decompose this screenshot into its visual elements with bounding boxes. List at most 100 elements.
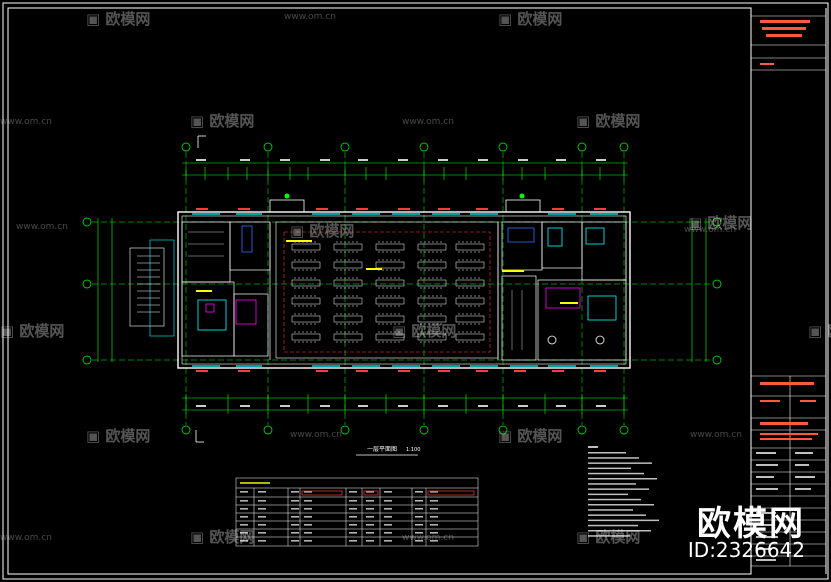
schedule-highlights — [301, 490, 475, 496]
title-block — [751, 15, 826, 567]
schedule-cell-mark — [291, 524, 299, 526]
note-line — [588, 535, 630, 537]
schedule-cell-mark — [291, 532, 299, 534]
schedule-cell-mark — [304, 508, 312, 510]
schedule-cell-mark — [366, 516, 374, 518]
schedule-cell-mark — [258, 532, 266, 534]
watermark-text: ▣ 欧模网 — [86, 10, 151, 28]
schedule-cell-mark — [240, 500, 248, 502]
watermark-url: www.om.cn — [290, 430, 342, 440]
windows — [192, 213, 618, 367]
watermark-url: www.om.cn — [0, 533, 52, 543]
dining-table — [333, 333, 363, 341]
schedule-cell-mark — [430, 508, 438, 510]
dining-table — [417, 297, 447, 305]
window-tags — [196, 208, 606, 372]
dining-table — [375, 333, 405, 341]
watermark-text: ▣ 欧模网 — [498, 427, 563, 445]
schedule-cells — [240, 482, 438, 542]
dining-table — [455, 333, 485, 341]
schedule-cell-mark — [258, 491, 266, 493]
schedule-cell-mark — [258, 516, 266, 518]
schedule-cell-mark — [349, 508, 357, 510]
schedule-cell-mark — [304, 516, 312, 518]
schedule-cell-mark — [430, 516, 438, 518]
note-line — [588, 478, 657, 480]
schedule-cell-mark — [291, 500, 299, 502]
dining-table — [375, 279, 405, 287]
note-line — [588, 483, 636, 485]
plan-title: 一层平面图 — [367, 446, 397, 453]
watermark-url: www.om.cn — [0, 117, 52, 127]
dining-table — [333, 279, 363, 287]
watermark-text: ▣ 欧模网 — [190, 112, 255, 130]
schedule-cell-mark — [240, 524, 248, 526]
dining-table — [417, 315, 447, 323]
left-room-highlights — [197, 225, 257, 331]
watermark-text: ▣ 欧模网 — [688, 214, 753, 232]
dining-table — [291, 261, 321, 269]
brand-id-text: ID:2326642 — [687, 538, 805, 562]
watermark-text: ▣ 欧模网 — [498, 10, 563, 28]
schedule-cell-mark — [366, 540, 374, 542]
note-line — [588, 519, 659, 522]
schedule-cell-mark — [366, 532, 374, 534]
note-line — [588, 467, 631, 470]
dimension-labels — [196, 159, 606, 407]
dining-table — [455, 297, 485, 305]
dining-table — [291, 243, 321, 251]
dining-table — [291, 315, 321, 323]
plan-title-group: 一层平面图 1:100 — [356, 446, 420, 456]
schedule-cell-mark — [384, 500, 392, 502]
schedule-cell-mark — [349, 516, 357, 518]
dining-table — [375, 315, 405, 323]
watermark-url: www.om.cn — [402, 533, 454, 543]
schedule-cell-mark — [258, 524, 266, 526]
dining-table — [417, 261, 447, 269]
dining-table — [455, 243, 485, 251]
notes-heading-mark — [588, 446, 598, 448]
note-line — [588, 488, 649, 490]
schedule-cell-mark — [304, 491, 312, 493]
schedule-heading-mark — [240, 482, 270, 484]
note-line — [588, 524, 638, 527]
entrance-canopies — [269, 199, 541, 213]
watermark-text: ▣ 欧模网 — [0, 322, 65, 340]
dining-table — [455, 261, 485, 269]
schedule-cell-mark — [430, 540, 438, 542]
note-line — [588, 493, 628, 496]
note-line — [588, 514, 646, 516]
note-line — [588, 452, 626, 454]
schedule-cell-mark — [258, 508, 266, 510]
title-block-fields — [756, 452, 815, 561]
schedule-cell-mark — [304, 540, 312, 542]
schedule-cell-mark — [384, 516, 392, 518]
schedule-cell-mark — [258, 500, 266, 502]
schedule-cell-mark — [349, 524, 357, 526]
schedule-cell-mark — [415, 532, 423, 534]
schedule-cell-mark — [384, 508, 392, 510]
schedule-cell-mark — [349, 491, 357, 493]
note-line — [588, 509, 633, 511]
schedule-cell-mark — [240, 491, 248, 493]
watermark-url: www.om.cn — [684, 225, 736, 235]
schedule-cell-mark — [304, 524, 312, 526]
schedule-cell-mark — [366, 500, 374, 502]
dining-table — [333, 315, 363, 323]
stair-block — [129, 239, 175, 337]
door-window-schedule — [235, 477, 479, 547]
schedule-cell-mark — [240, 508, 248, 510]
schedule-cell-mark — [291, 491, 299, 493]
schedule-cell-mark — [240, 540, 248, 542]
schedule-cell-mark — [415, 508, 423, 510]
schedule-cell-mark — [240, 516, 248, 518]
room-labels — [196, 240, 578, 304]
dining-table — [291, 279, 321, 287]
watermark-url: www.om.cn — [690, 430, 742, 440]
schedule-cell-mark — [291, 508, 299, 510]
watermark-url: www.om.cn — [16, 222, 68, 232]
schedule-cell-mark — [349, 500, 357, 502]
schedule-cell-mark — [291, 540, 299, 542]
schedule-cell-mark — [430, 532, 438, 534]
